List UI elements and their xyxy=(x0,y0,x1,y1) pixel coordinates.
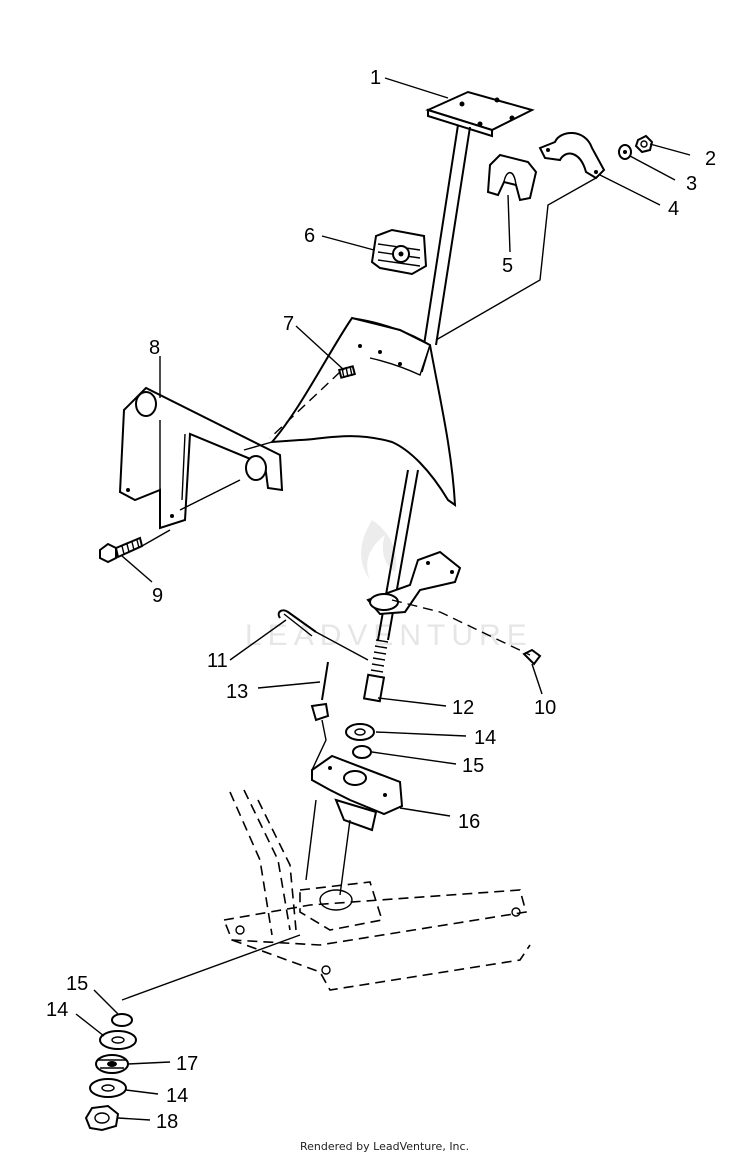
callout-14-lower-bottom: 14 xyxy=(166,1085,188,1107)
callout-9: 9 xyxy=(152,585,163,607)
callout-6: 6 xyxy=(304,225,315,247)
callout-14-lower-top: 14 xyxy=(46,999,68,1021)
callout-10: 10 xyxy=(534,697,556,719)
bolt-part xyxy=(99,536,144,564)
callout-8: 8 xyxy=(149,337,160,359)
pivot-block-part xyxy=(311,754,404,832)
hex-nut-part xyxy=(84,1104,120,1132)
castle-nut-part xyxy=(95,1054,129,1074)
callout-17: 17 xyxy=(176,1053,198,1075)
callout-14-upper: 14 xyxy=(474,727,496,749)
callout-15-lower: 15 xyxy=(66,973,88,995)
footer-credit: Rendered by LeadVenture, Inc. xyxy=(300,1140,469,1153)
callout-2: 2 xyxy=(705,148,716,170)
callout-18: 18 xyxy=(156,1111,178,1133)
upper-spacer-ring-part xyxy=(352,745,372,759)
support-bracket-part xyxy=(366,550,462,616)
bracket-part xyxy=(118,386,284,530)
washer-part xyxy=(618,144,632,160)
callout-7: 7 xyxy=(283,313,294,335)
callout-13: 13 xyxy=(226,681,248,703)
lower-spacer-ring-part xyxy=(111,1013,133,1027)
clip-part xyxy=(522,648,542,666)
callout-3: 3 xyxy=(686,173,697,195)
watermark: LEADVENTURE xyxy=(245,520,533,652)
callout-5: 5 xyxy=(502,255,513,277)
frame-phantom xyxy=(222,789,531,991)
cotter-pin-part xyxy=(277,609,317,637)
nut-part xyxy=(634,134,654,154)
bushing-part xyxy=(486,153,538,202)
callouts: 1 2 3 4 5 6 7 8 9 10 11 13 12 14 15 16 1… xyxy=(46,67,716,1133)
bushing-block-part xyxy=(370,228,428,276)
steering-shaft-part xyxy=(362,90,535,703)
alignment-lines xyxy=(121,177,597,1001)
callout-11: 11 xyxy=(207,650,228,672)
roll-pin-part xyxy=(310,661,330,722)
callout-12: 12 xyxy=(452,697,474,719)
clamp-strap-part xyxy=(538,132,606,180)
callout-16: 16 xyxy=(458,811,480,833)
callout-4: 4 xyxy=(668,198,679,220)
lower-washer-bottom-part xyxy=(89,1078,127,1098)
callout-1: 1 xyxy=(370,67,381,89)
leader-lines xyxy=(75,77,691,1121)
lower-washer-top-part xyxy=(99,1030,137,1050)
upper-washer-part xyxy=(345,723,375,741)
callout-15-upper: 15 xyxy=(462,755,484,777)
dash-shroud-part xyxy=(269,316,457,508)
watermark-text: LEADVENTURE xyxy=(245,619,533,652)
